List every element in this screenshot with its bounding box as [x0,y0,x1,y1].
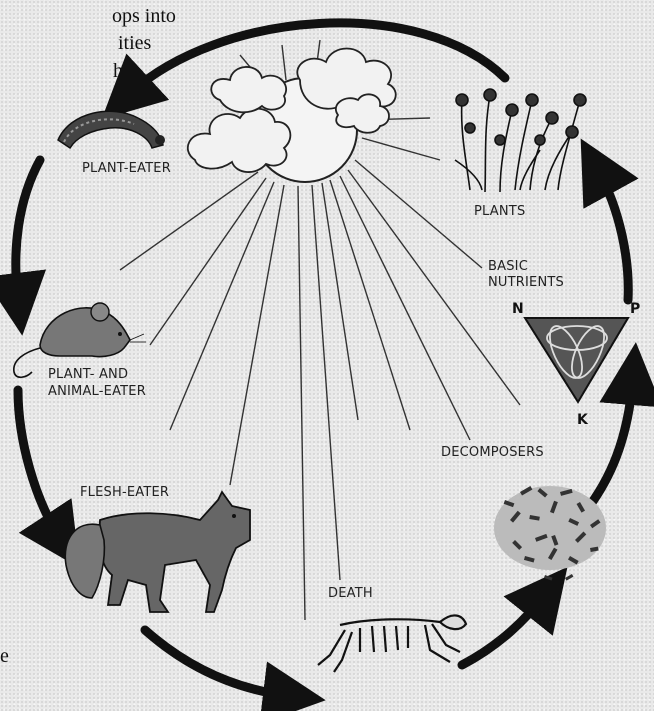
nutrient-n: N [512,301,524,317]
label-basic-nutrients-1: BASIC [488,259,528,274]
arrow-planteater-to-mouse [16,160,40,300]
label-plant-eater: PLANT-EATER [82,161,171,176]
npk-triangle-icon [525,318,628,402]
label-plant-animal-eater-2: ANIMAL-EATER [48,384,146,399]
intro-text-line-3: h, [113,60,128,82]
intro-text-line-1: ops into [112,5,176,27]
arrow-fox-to-death [145,630,290,696]
label-plants: PLANTS [474,204,525,219]
arrow-nutrients-to-plants [598,170,628,300]
label-basic-nutrients-2: NUTRIENTS [488,275,564,290]
arrow-mouse-to-fox [18,390,60,538]
arrow-death-to-decomposers [462,595,545,665]
caterpillar-icon [58,111,165,148]
fox-icon [65,492,250,612]
label-flesh-eater: FLESH-EATER [80,485,169,500]
margin-text: e [0,645,9,667]
nutrient-p: P [630,301,640,317]
decomposers-icon [494,486,606,581]
intro-text-line-2: ities [118,32,152,54]
label-death: DEATH [328,586,373,601]
arrow-decomposers-to-nutrients [585,378,633,512]
skeleton-icon [318,615,466,672]
plants-icon [455,89,586,192]
nutrient-k: K [577,412,589,428]
label-decomposers: DECOMPOSERS [441,445,544,460]
label-plant-animal-eater-1: PLANT- AND [48,367,128,382]
